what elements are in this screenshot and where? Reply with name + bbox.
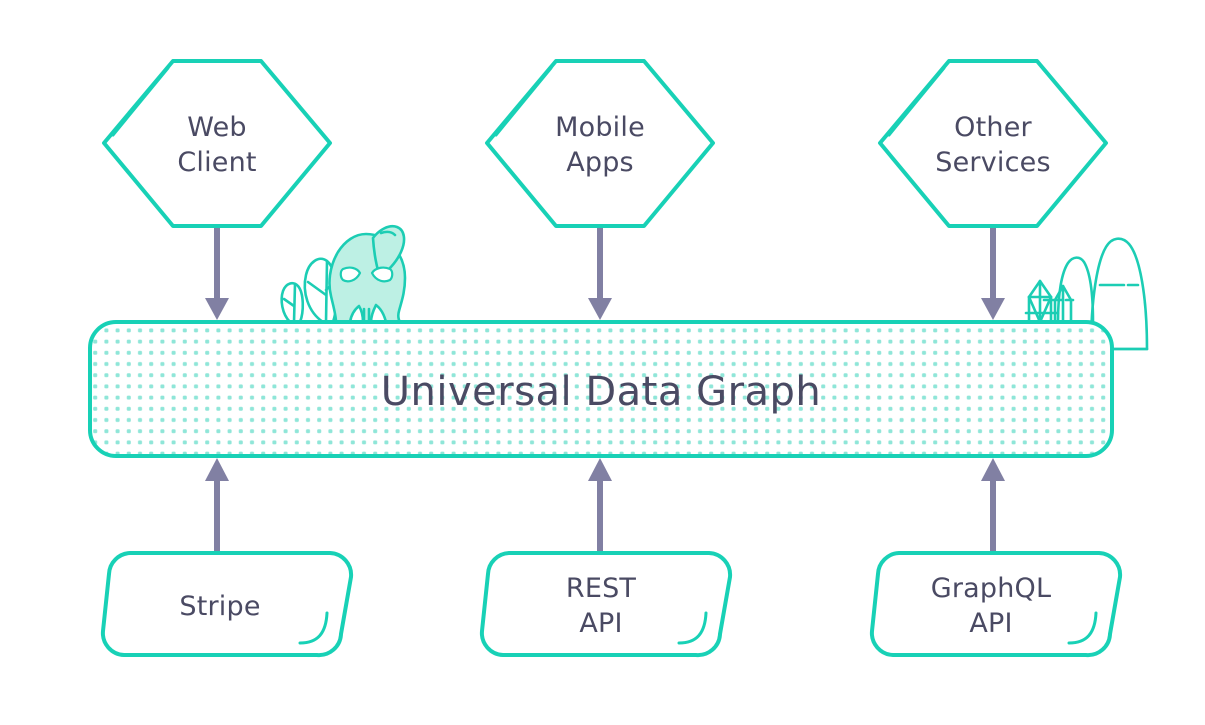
- node-web-client-label-line1: Web: [187, 112, 246, 143]
- universal-data-graph-bar[interactable]: Universal Data Graph: [88, 320, 1114, 458]
- node-mobile-apps-label-line2: Apps: [566, 147, 634, 178]
- node-rest-api-label-line1: REST: [566, 573, 637, 604]
- node-mobile-apps-label-line1: Mobile: [555, 112, 645, 143]
- connector-mobile-apps-to-graph: [588, 226, 612, 320]
- universal-data-graph-label: Universal Data Graph: [381, 369, 822, 415]
- node-graphql-api-label-line1: GraphQL: [931, 573, 1052, 604]
- alien-creature-icon: [328, 224, 407, 324]
- node-rest-api-label-line2: API: [579, 608, 622, 639]
- connector-stripe-to-graph: [205, 458, 229, 553]
- node-rest-api[interactable]: REST API: [479, 551, 733, 658]
- node-mobile-apps[interactable]: Mobile Apps: [485, 59, 715, 228]
- node-graphql-api-label-line2: API: [969, 608, 1012, 639]
- node-web-client[interactable]: Web Client: [102, 59, 332, 228]
- connector-other-services-to-graph: [981, 226, 1005, 320]
- node-other-services[interactable]: Other Services: [878, 59, 1108, 228]
- connector-graphql-api-to-graph: [981, 458, 1005, 553]
- connector-web-client-to-graph: [205, 226, 229, 320]
- node-web-client-label-line2: Client: [177, 147, 256, 178]
- node-stripe-label-line1: Stripe: [179, 591, 260, 622]
- node-other-services-label-line1: Other: [954, 112, 1032, 143]
- node-other-services-label-line2: Services: [935, 147, 1050, 178]
- right-crystals-icon: [1027, 279, 1073, 324]
- left-trees-icon: [280, 257, 339, 324]
- connector-rest-api-to-graph: [588, 458, 612, 553]
- node-stripe[interactable]: Stripe: [100, 551, 354, 658]
- node-graphql-api[interactable]: GraphQL API: [869, 551, 1123, 658]
